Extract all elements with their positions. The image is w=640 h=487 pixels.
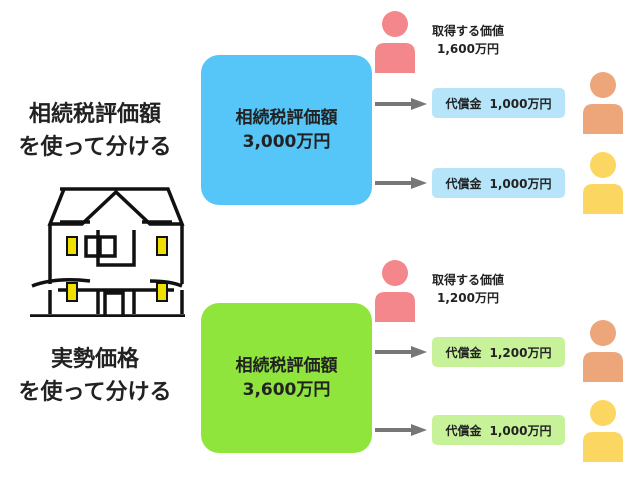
heir1-person-icon bbox=[375, 260, 415, 322]
payment-amount: 1,000万円 bbox=[489, 96, 552, 111]
payment-label: 代償金 bbox=[445, 423, 482, 438]
bottom-acquired-value: 取得する価値 1,200万円 bbox=[418, 271, 518, 307]
box-title: 相続税評価額 bbox=[235, 356, 338, 376]
heir3-person-icon bbox=[583, 400, 623, 462]
heading-line: 相続税評価額 bbox=[28, 102, 161, 127]
heading-line: を使って分ける bbox=[18, 135, 172, 160]
heir3-person-icon bbox=[583, 152, 623, 214]
top-acquired-value: 取得する価値 1,600万円 bbox=[418, 22, 518, 58]
heir1-person-icon bbox=[375, 11, 415, 73]
arrow-right-icon bbox=[375, 346, 427, 358]
acquired-amount: 1,200万円 bbox=[437, 291, 499, 305]
arrow-right-icon bbox=[375, 424, 427, 436]
bottom-valuation-box: 相続税評価額 3,600万円 bbox=[201, 303, 372, 453]
box-amount: 3,000万円 bbox=[242, 132, 331, 152]
payment-label: 代償金 bbox=[445, 96, 482, 111]
top-valuation-box: 相続税評価額 3,000万円 bbox=[201, 55, 372, 205]
acquired-amount: 1,600万円 bbox=[437, 42, 499, 56]
bottom-method-heading: 実勢価格 を使って分ける bbox=[0, 343, 195, 409]
payment-label: 代償金 bbox=[445, 345, 482, 360]
top-method-heading: 相続税評価額 を使って分ける bbox=[0, 98, 195, 164]
payment-amount: 1,200万円 bbox=[489, 345, 552, 360]
box-title: 相続税評価額 bbox=[235, 108, 338, 128]
acquired-label: 取得する価値 bbox=[431, 273, 504, 287]
heir2-person-icon bbox=[583, 72, 623, 134]
heading-line: 実勢価格 bbox=[50, 347, 139, 372]
heading-line: を使って分ける bbox=[18, 380, 172, 405]
house-icon bbox=[30, 187, 185, 317]
top-payment-label-2: 代償金 1,000万円 bbox=[432, 168, 565, 198]
top-payment-label-1: 代償金 1,000万円 bbox=[432, 88, 565, 118]
bottom-payment-label-1: 代償金 1,200万円 bbox=[432, 337, 565, 367]
payment-amount: 1,000万円 bbox=[489, 176, 552, 191]
arrow-right-icon bbox=[375, 98, 427, 110]
bottom-payment-label-2: 代償金 1,000万円 bbox=[432, 415, 565, 445]
box-amount: 3,600万円 bbox=[242, 380, 331, 400]
arrow-right-icon bbox=[375, 177, 427, 189]
acquired-label: 取得する価値 bbox=[431, 24, 504, 38]
payment-amount: 1,000万円 bbox=[489, 423, 552, 438]
heir2-person-icon bbox=[583, 320, 623, 382]
payment-label: 代償金 bbox=[445, 176, 482, 191]
